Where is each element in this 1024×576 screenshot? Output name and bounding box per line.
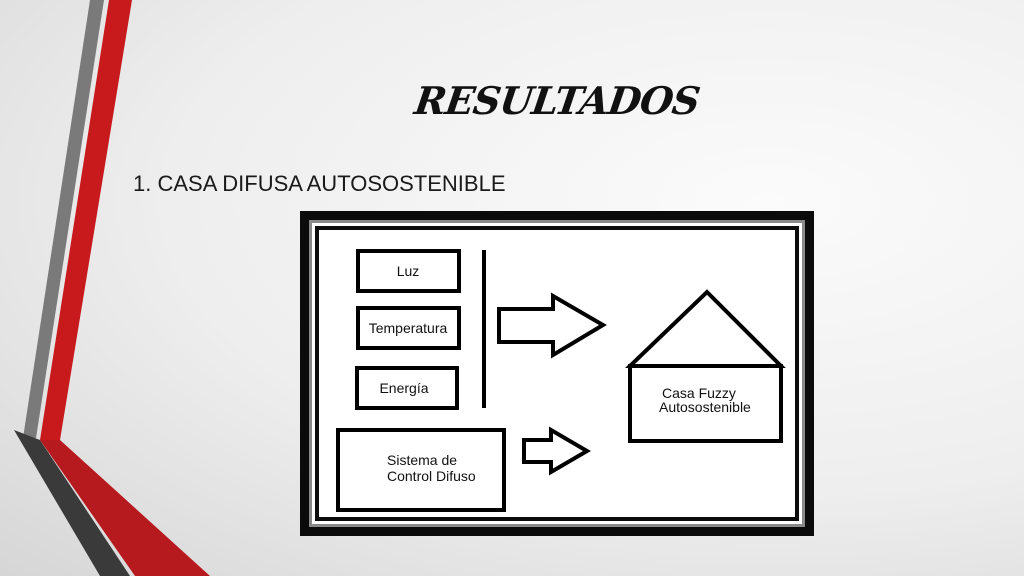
dark-bottom-stripe <box>14 430 130 576</box>
arrow-right-inputs <box>497 292 607 359</box>
house-body <box>628 364 783 443</box>
arrow-right-controller <box>522 426 591 476</box>
input-box-temperatura: Temperatura <box>356 306 461 350</box>
input-label-luz: Luz <box>397 263 420 279</box>
controller-label-line1: Sistema de <box>387 452 457 468</box>
input-box-energia: Energía <box>355 366 459 410</box>
house-label-line1: Casa Fuzzy <box>662 385 736 401</box>
input-box-luz: Luz <box>356 249 461 293</box>
controller-label-line2: Control Difuso <box>387 468 476 484</box>
red-stripe <box>40 0 132 440</box>
house-label-line2: Autosostenible <box>659 399 751 415</box>
input-label-energia: Energía <box>379 380 428 396</box>
controller-box: Sistema de Control Difuso <box>336 428 506 512</box>
house-shape: Casa Fuzzy Autosostenible <box>625 289 786 443</box>
gray-stripe <box>23 0 104 438</box>
slide-subtitle: 1. CASA DIFUSA AUTOSOSTENIBLE <box>133 171 506 196</box>
red-bottom-stripe <box>40 440 210 576</box>
input-label-temperatura: Temperatura <box>369 320 448 336</box>
